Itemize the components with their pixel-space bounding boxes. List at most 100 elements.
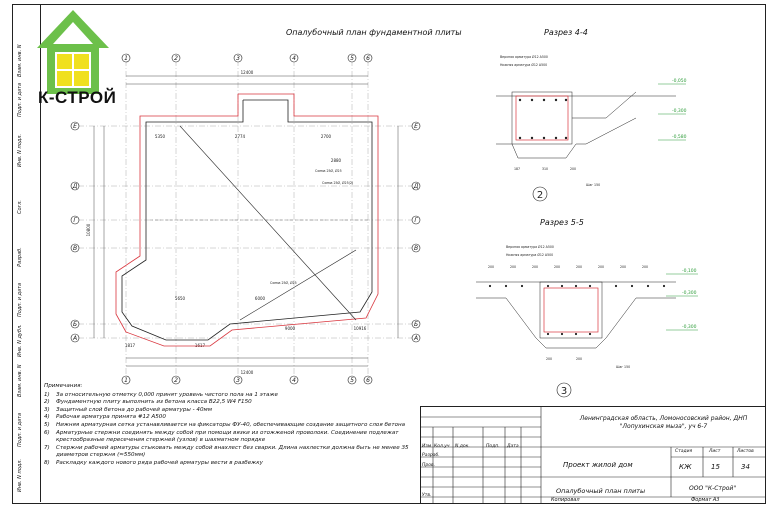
- side-label: Инв. N дубл.: [17, 324, 23, 357]
- logo-wordmark: К-СТРОЙ: [38, 88, 117, 107]
- stamp-header: Дата: [507, 444, 519, 449]
- side-label: Инв. N подл.: [17, 458, 23, 492]
- axis-label: Д: [72, 183, 78, 190]
- axis-label: 1: [124, 377, 128, 384]
- rebar-note: Нижняя арматура Ø12 А500: [506, 252, 553, 257]
- dim-text: 12400: [241, 370, 254, 375]
- axis-label: Д: [413, 183, 419, 190]
- section-4-title: Разрез 4-4: [544, 28, 588, 37]
- level-mark: -0,050: [672, 78, 687, 84]
- axis-label: А: [72, 335, 77, 342]
- dim-text: 10800: [86, 223, 91, 236]
- side-label: Инв. N подл.: [17, 133, 23, 167]
- axis-label: Б: [73, 321, 77, 328]
- dim-text: 200: [532, 265, 538, 269]
- side-label: Подп. и дата: [17, 282, 23, 317]
- level-mark: -0,300: [682, 290, 697, 296]
- note-item: 1)За относительную отметку 0,000 принят …: [44, 391, 278, 398]
- dim-text: 1817: [125, 343, 136, 348]
- note-item: 8)Раскладку каждого нового ряда рабочей …: [44, 459, 263, 466]
- rebar-note: Верхняя арматура Ø12 А500: [506, 244, 554, 249]
- level-mark: -0,580: [672, 134, 687, 140]
- stamp-sheet-title: Опалубочный план плиты: [556, 487, 646, 495]
- axis-label: 2: [174, 55, 178, 62]
- section-callout: 2: [537, 190, 543, 201]
- axis-label: 1: [124, 55, 128, 62]
- section-5-title: Разрез 5-5: [540, 218, 584, 227]
- callout-note: Шаг 150: [586, 183, 600, 187]
- notes-block: Примечания: 1)За относительную отметку 0…: [44, 383, 424, 468]
- drawing-frame: [12, 4, 766, 504]
- dim-text: 200: [488, 265, 494, 269]
- axis-label: 6: [366, 377, 370, 384]
- rebar-note: Нижняя арматура Ø12 А500: [500, 62, 547, 67]
- axis-label: В: [414, 245, 418, 252]
- side-label: Подп. и дата: [17, 82, 23, 117]
- level-mark: -0,300: [672, 108, 687, 114]
- axis-label: 6: [366, 55, 370, 62]
- dim-text: 187: [514, 167, 520, 171]
- dim-text: 2700: [321, 134, 332, 139]
- plan-note: Схема 25Ø, Ø25: [270, 280, 297, 285]
- stamp-format: Формат А3: [691, 497, 720, 503]
- dim-text: 12400: [241, 70, 254, 75]
- section-4-4: -0,050 -0,300 -0,580 Верхняя арматура Ø1…: [496, 54, 687, 202]
- dim-text: 6000: [255, 296, 266, 301]
- stamp-address: Ленинградская область, Ломоносовский рай…: [579, 415, 748, 430]
- stamp-header: N док.: [455, 444, 470, 449]
- axis-label: Г: [73, 217, 77, 224]
- dim-text: 5650: [175, 296, 186, 301]
- plan-title: Опалубочный план фундаментной плиты: [286, 28, 462, 37]
- axis-label: 2: [174, 377, 178, 384]
- stamp-header: Подп.: [486, 444, 500, 449]
- side-label: Взам. инв. N: [17, 364, 23, 398]
- stamp-col: Лист: [709, 449, 721, 454]
- notes-heading: Примечания:: [44, 383, 83, 389]
- stamp-role: Утв.: [422, 493, 432, 498]
- level-mark: -0,100: [682, 268, 697, 274]
- side-label: Согл.: [17, 200, 23, 214]
- axis-label: 4: [292, 377, 296, 384]
- side-label: Подп. и дата: [17, 412, 23, 447]
- dim-text: 200: [598, 265, 604, 269]
- dim-text: 1617: [195, 343, 206, 348]
- note-item: 7)Стержни рабочей арматуры стыковать меж…: [44, 444, 409, 459]
- axis-label: 3: [236, 55, 240, 62]
- plan-note: Схема 25Ø, Ø25(2): [322, 180, 353, 185]
- axis-label: Г: [414, 217, 418, 224]
- dim-text: 2774: [235, 134, 246, 139]
- dim-text: 310: [542, 167, 548, 171]
- axis-label: 4: [292, 55, 296, 62]
- callout-note: Шаг 150: [616, 365, 630, 369]
- stamp-header: Кол.уч: [434, 444, 450, 449]
- dim-text: 200: [510, 265, 516, 269]
- axis-label: Е: [73, 123, 77, 130]
- stamp-header: Изм: [422, 444, 432, 449]
- dim-text: 2880: [331, 158, 342, 163]
- stamp-col: Листов: [737, 449, 754, 454]
- dim-text: 200: [546, 357, 552, 361]
- dim-text: 200: [642, 265, 648, 269]
- axis-label: Б: [414, 321, 418, 328]
- stamp-copied: Копировал: [551, 497, 580, 503]
- stamp-stage: КЖ: [679, 463, 692, 471]
- dim-text: 200: [570, 167, 576, 171]
- stamp-role: Разраб.: [422, 453, 440, 458]
- dim-text: 5350: [155, 134, 166, 139]
- note-item: 6)Арматурные стержни соединять между соб…: [44, 429, 399, 444]
- dim-text: 200: [576, 265, 582, 269]
- side-label: Разраб.: [17, 247, 23, 267]
- dim-text: 9000: [285, 326, 296, 331]
- stamp-company: ООО "К-Строй": [689, 485, 737, 492]
- formwork-plan: 1 2 3 4 5 6 1 2 3 4 5 6 Е Д Г В Б А Е Д …: [70, 53, 421, 385]
- section-5-5: -0,100 -0,300 -0,300 Верхняя арматура Ø1…: [476, 244, 698, 398]
- title-block: Изм Кол.уч N док. Подп. Дата Разраб. Про…: [420, 406, 765, 503]
- axis-label: А: [413, 335, 418, 342]
- stamp-sheets: 34: [741, 463, 750, 471]
- side-stamp-strip: Взам. инв. N Подп. и дата Инв. N подл. С…: [12, 4, 41, 502]
- note-item: 5)Нижняя арматурная сетка устанавливаетс…: [44, 421, 406, 428]
- plan-note: Схема 25Ø, Ø25: [315, 168, 342, 173]
- stamp-role: Пров.: [422, 463, 436, 468]
- axis-label: 3: [236, 377, 240, 384]
- axis-label: 5: [350, 55, 354, 62]
